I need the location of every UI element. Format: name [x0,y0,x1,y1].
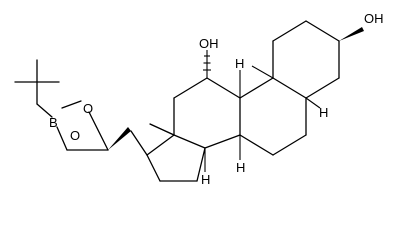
methyl-c19 [251,65,274,79]
ring-a [272,20,340,99]
boron-label: B [49,115,58,130]
tert-butyl-group [14,59,60,105]
atom-labels: B O O OH OH H H H H [49,11,384,187]
dioxaborolane-ring [36,100,131,151]
molecular-structure-diagram: B O O OH OH H H H H [14,11,384,187]
hydroxyl-top-label: OH [199,36,219,51]
ring-b [239,77,307,156]
oxygen-lower-label: O [70,128,80,143]
c5-hydrogen-label: H [319,105,328,120]
hydroxyl-right-label: OH [364,11,384,26]
ring-c [173,77,241,149]
oxygen-upper-label: O [83,101,93,116]
c3-hydroxyl-bond [339,27,364,41]
c8-hydrogen-label: H [236,160,245,175]
c14-hydrogen-label: H [201,172,210,187]
methyl-c18 [149,123,175,136]
c9-hydrogen-label: H [235,56,244,71]
c5-hydrogen-bond [305,97,321,109]
c11-hydroxyl-bond [203,50,211,78]
ring-d [130,130,206,182]
